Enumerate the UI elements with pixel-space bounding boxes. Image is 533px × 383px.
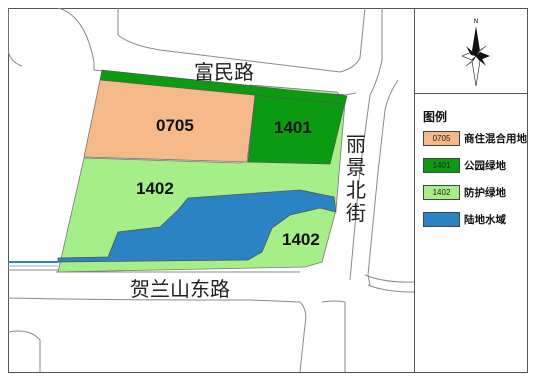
water-area: [57, 189, 337, 263]
legend-swatch-1402: 1402: [423, 185, 460, 200]
legend-item-commercial: 0705 商住混合用地: [423, 130, 528, 148]
green-strip-north: [99, 69, 348, 105]
road-name-south: 贺兰山东路: [130, 277, 230, 301]
legend-item-protective: 1402 防护绿地: [423, 184, 528, 202]
legend-item-park: 1401 公园绿地: [423, 157, 528, 175]
legend-label-park: 公园绿地: [464, 160, 506, 172]
legend-panel: N 图例 0705 商住混合用地 1401 公园绿地 1402 防护绿地: [414, 8, 528, 371]
legend-title: 图例: [423, 110, 448, 124]
legend-label-water: 陆地水域: [464, 214, 506, 226]
north-arrow-icon: N: [461, 18, 490, 87]
road-name-north: 富民路: [194, 60, 254, 84]
parcel-label-1402-south: 1402: [282, 230, 320, 249]
legend-item-water: 陆地水域: [423, 211, 528, 229]
parcel-label-1401: 1401: [274, 118, 312, 137]
legend-label-commercial: 商住混合用地: [464, 133, 527, 145]
legend-swatch-water: [423, 212, 460, 227]
parcel-label-1402-north: 1402: [136, 179, 174, 198]
legend-swatch-0705: 0705: [423, 131, 460, 146]
site-map: 0705 1401 1402 1402 富民路 贺兰山东路 丽 景 北 街: [8, 8, 414, 372]
road-network: [8, 8, 414, 372]
legend-label-protective: 防护绿地: [464, 187, 506, 199]
parcel-label-0705: 0705: [156, 116, 194, 135]
road-name-east: 丽 景 北 街: [346, 132, 372, 225]
legend-swatch-1401: 1401: [423, 158, 460, 173]
north-label: N: [474, 18, 479, 25]
